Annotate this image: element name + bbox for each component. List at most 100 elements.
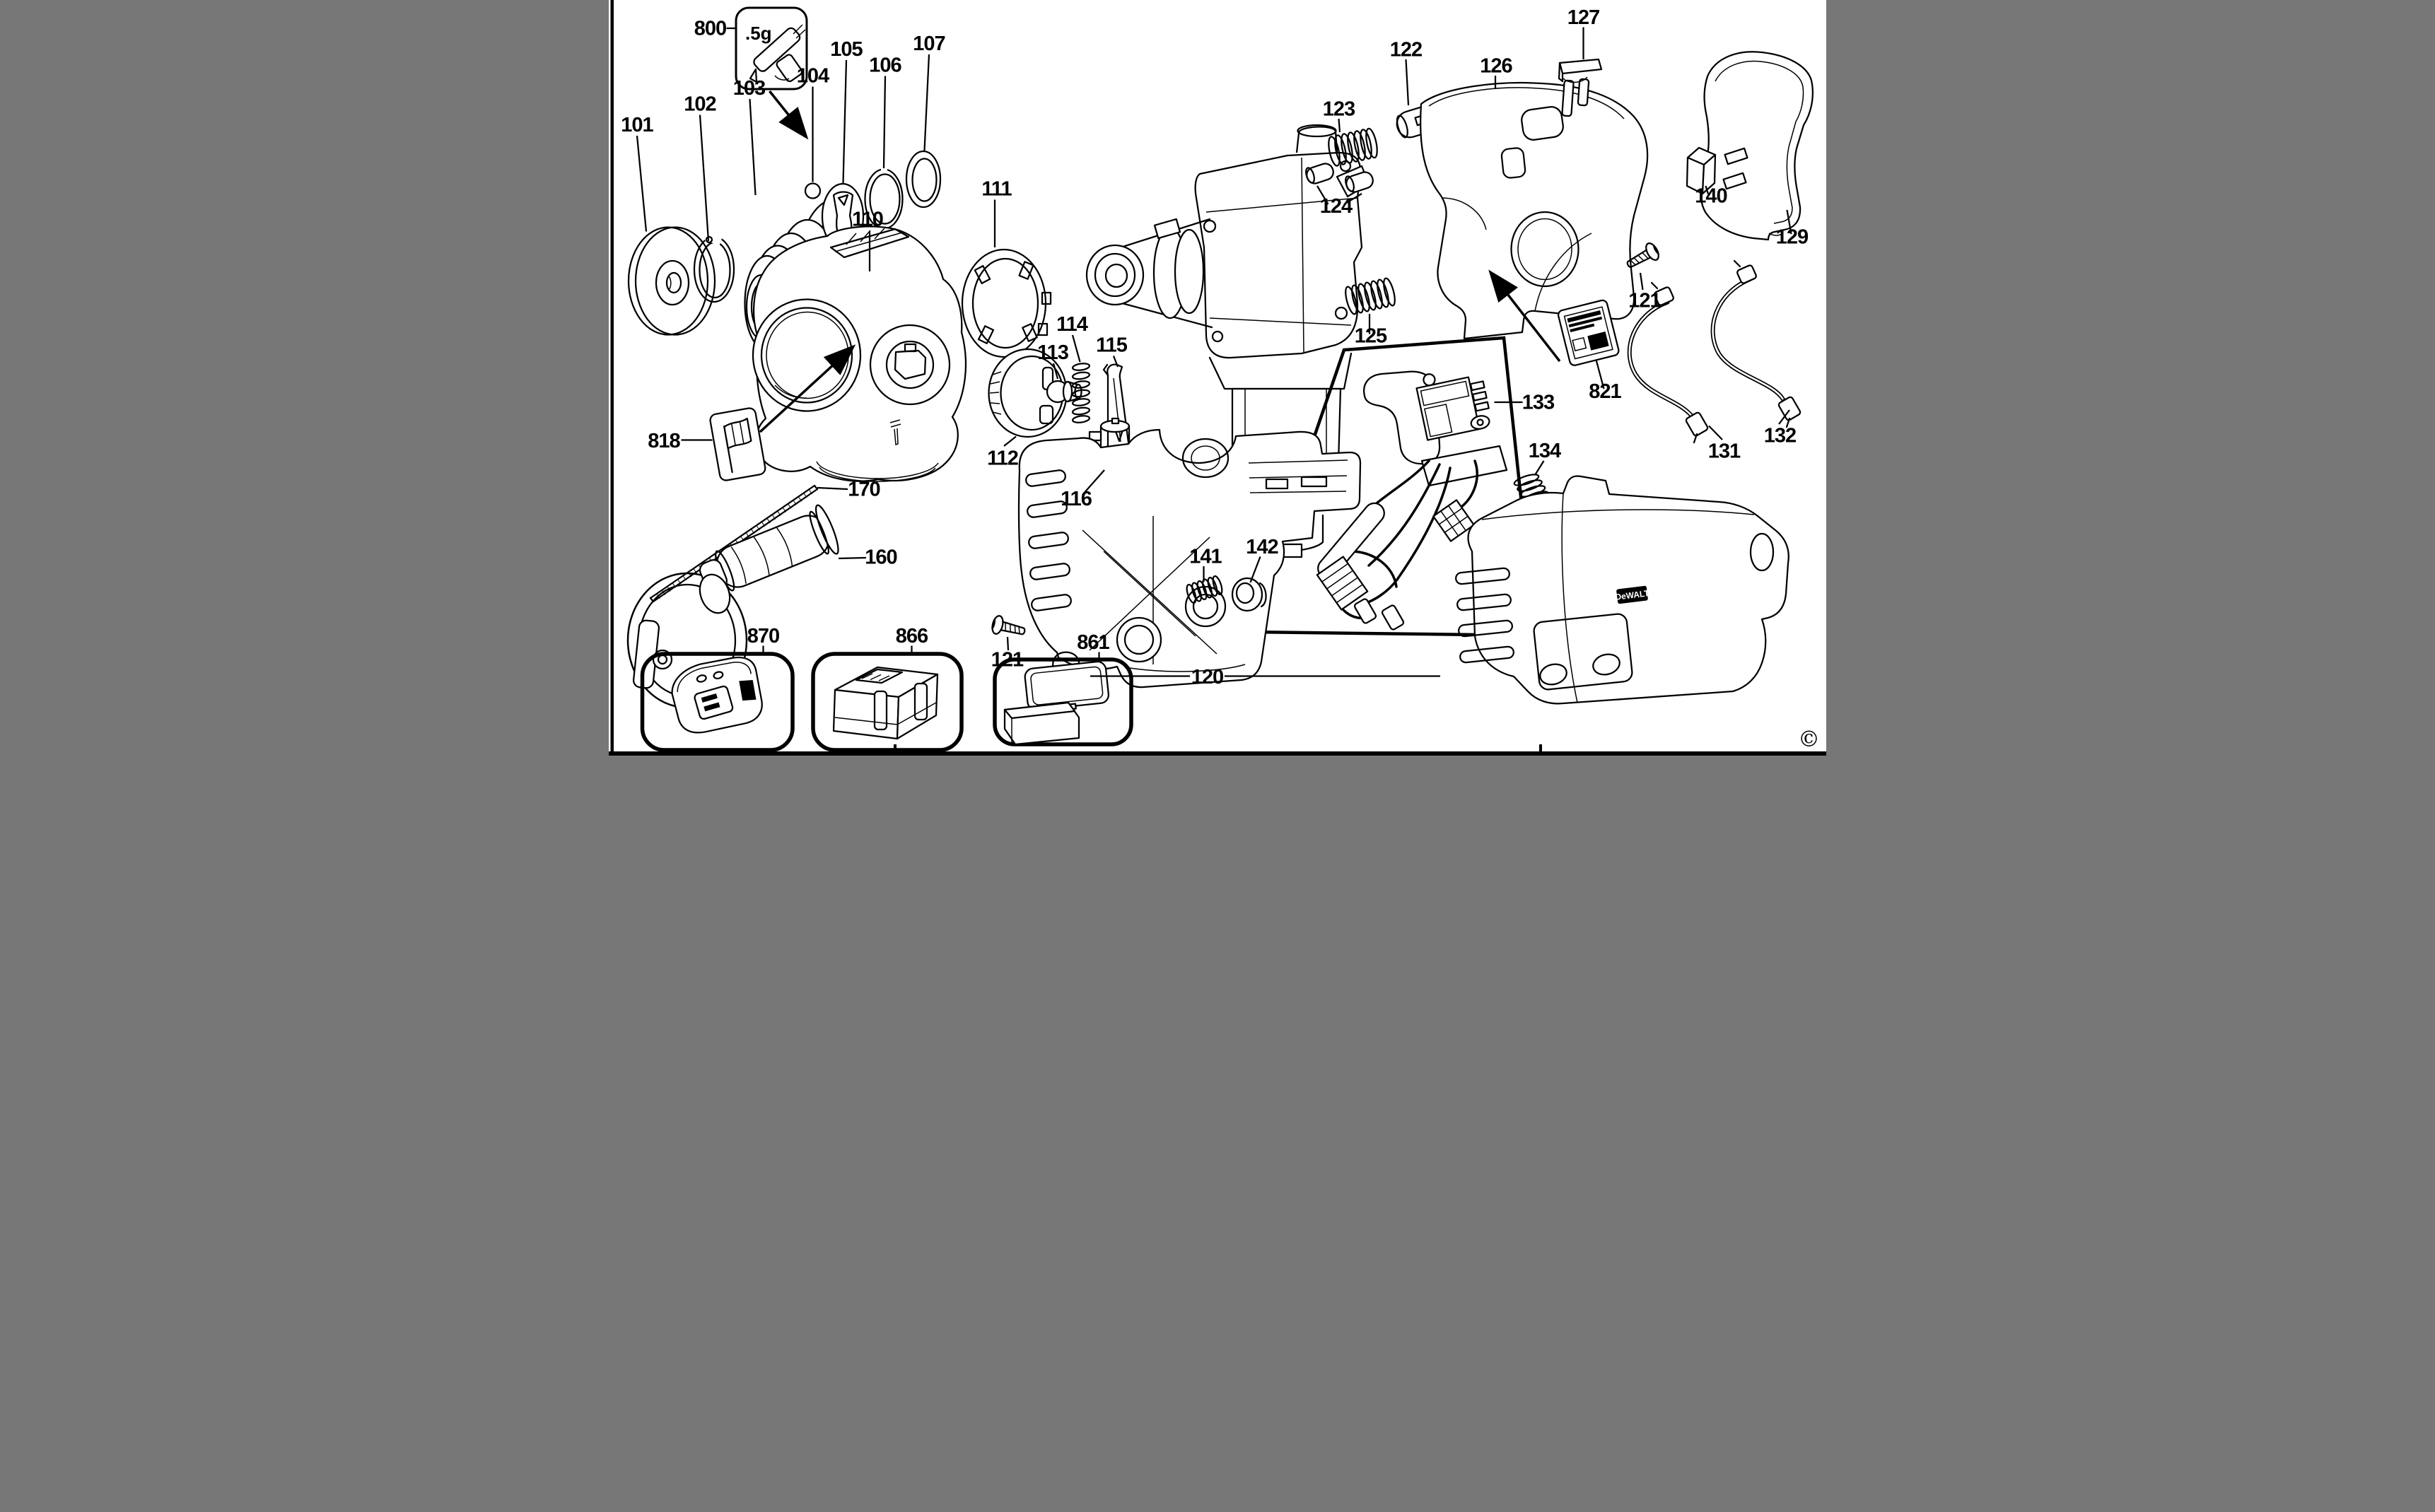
part-label-132: 132 bbox=[1764, 425, 1796, 447]
leader-102 bbox=[699, 115, 710, 242]
part-label-870: 870 bbox=[747, 625, 779, 647]
grease-amount-text: .5g bbox=[745, 23, 772, 44]
copyright-symbol: © bbox=[1798, 727, 1820, 752]
part-141-spring bbox=[1186, 575, 1223, 604]
trigger-switch bbox=[1363, 370, 1508, 487]
part-142-grommet bbox=[1231, 577, 1267, 612]
housing-screw-detail bbox=[889, 419, 901, 446]
part-160-side-handle bbox=[626, 504, 839, 709]
part-label-113: 113 bbox=[1037, 341, 1069, 364]
part-label-107: 107 bbox=[913, 33, 945, 55]
leader-170 bbox=[817, 486, 848, 491]
leader-124a bbox=[1316, 185, 1329, 205]
kitbox-icon bbox=[1003, 651, 1110, 746]
grease-tube-icon bbox=[749, 24, 806, 83]
part-102-snap-ring bbox=[693, 228, 735, 303]
part-140-brush bbox=[1686, 146, 1717, 195]
part-110-gear-housing bbox=[752, 225, 967, 482]
leader-105 bbox=[842, 59, 848, 184]
leader-122 bbox=[1405, 59, 1410, 106]
leader-113 bbox=[1052, 363, 1059, 380]
leader-129 bbox=[1786, 209, 1792, 235]
arrow-label818-to-housing bbox=[759, 344, 856, 433]
leader-107 bbox=[923, 54, 930, 151]
accessory-box-870 bbox=[640, 652, 795, 752]
part-label-122: 122 bbox=[1390, 39, 1422, 61]
leader-821 bbox=[1595, 359, 1605, 389]
leader-114 bbox=[1071, 334, 1081, 363]
battery-icon bbox=[832, 666, 939, 740]
part-label-142: 142 bbox=[1246, 536, 1278, 558]
part-131-wire bbox=[1627, 281, 1709, 444]
part-label-170: 170 bbox=[848, 479, 880, 501]
part-121-screw-left bbox=[991, 615, 1026, 635]
leader-115 bbox=[1112, 356, 1119, 368]
leader-112 bbox=[1003, 435, 1017, 447]
leader-123 bbox=[1338, 118, 1341, 133]
part-label-101: 101 bbox=[621, 114, 653, 136]
part-111-lock-ring bbox=[961, 248, 1052, 358]
part-label-111: 111 bbox=[981, 178, 1012, 201]
part-label-104: 104 bbox=[797, 65, 829, 88]
callout-arrows bbox=[759, 90, 1561, 433]
bottom-bar-ticks bbox=[894, 744, 1542, 752]
part-label-866: 866 bbox=[896, 625, 928, 647]
leader-131 bbox=[1708, 425, 1723, 440]
part-label-861: 861 bbox=[1077, 631, 1109, 654]
page-bottom-bar bbox=[609, 751, 1826, 756]
leader-142 bbox=[1249, 556, 1261, 583]
part-123-spring bbox=[1328, 127, 1378, 167]
part-113-button bbox=[1046, 380, 1082, 404]
part-label-140: 140 bbox=[1695, 185, 1727, 208]
part-127-fork-clip bbox=[1558, 58, 1603, 117]
leader-121R bbox=[1639, 272, 1644, 291]
part-label-131: 131 bbox=[1708, 440, 1741, 463]
part-label-103: 103 bbox=[733, 77, 766, 100]
part-label-106: 106 bbox=[869, 54, 901, 77]
part-label-127: 127 bbox=[1567, 6, 1599, 29]
part-107-washer bbox=[905, 150, 942, 209]
accessory-box-866 bbox=[811, 652, 964, 752]
leader-132 bbox=[1778, 409, 1790, 425]
leader-140 bbox=[1705, 185, 1710, 194]
exploded-diagram-canvas: DeWALT bbox=[609, 0, 1826, 756]
part-124-pins bbox=[1305, 163, 1374, 193]
part-132-wire bbox=[1710, 259, 1802, 428]
part-label-134: 134 bbox=[1529, 440, 1561, 462]
charger-icon bbox=[671, 657, 763, 734]
part-label-800: 800 bbox=[694, 18, 726, 40]
grease-callout-box bbox=[735, 6, 808, 90]
part-104-ball bbox=[804, 182, 822, 199]
part-125-spring bbox=[1345, 277, 1396, 315]
leader-124b bbox=[1343, 193, 1362, 205]
part-label-110: 110 bbox=[852, 209, 883, 231]
part-label-123: 123 bbox=[1323, 98, 1355, 121]
part-121-screw-right bbox=[1626, 242, 1659, 268]
part-label-126: 126 bbox=[1480, 55, 1512, 78]
part-label-124: 124 bbox=[1320, 195, 1353, 218]
brand-badge: DeWALT bbox=[1615, 585, 1650, 604]
part-label-116: 116 bbox=[1061, 488, 1092, 510]
part-120-housing-right: DeWALT bbox=[1455, 475, 1789, 705]
brand-text: DeWALT bbox=[1615, 588, 1650, 602]
part-126-handle-housing bbox=[1420, 81, 1649, 340]
part-label-120: 120 bbox=[1191, 666, 1223, 688]
part-label-125: 125 bbox=[1355, 325, 1387, 348]
part-label-105: 105 bbox=[830, 38, 863, 61]
accessory-box-861 bbox=[993, 651, 1133, 746]
part-821-label bbox=[1557, 299, 1620, 366]
leader-134 bbox=[1534, 460, 1545, 476]
leader-lines bbox=[636, 27, 1792, 677]
part-label-160: 160 bbox=[865, 546, 897, 569]
part-115-lever bbox=[1102, 363, 1130, 458]
leader-116 bbox=[1082, 469, 1105, 496]
part-label-115: 115 bbox=[1096, 334, 1128, 357]
arrow-label821-to-handle bbox=[1488, 269, 1561, 363]
part-129-handle-cover bbox=[1700, 51, 1814, 241]
page-left-border bbox=[610, 0, 614, 756]
part-label-818: 818 bbox=[648, 430, 680, 452]
leader-106 bbox=[882, 76, 887, 169]
part-label-121: 121 bbox=[991, 649, 1024, 672]
part-label-821: 821 bbox=[1589, 380, 1621, 403]
leader-103 bbox=[749, 98, 757, 196]
